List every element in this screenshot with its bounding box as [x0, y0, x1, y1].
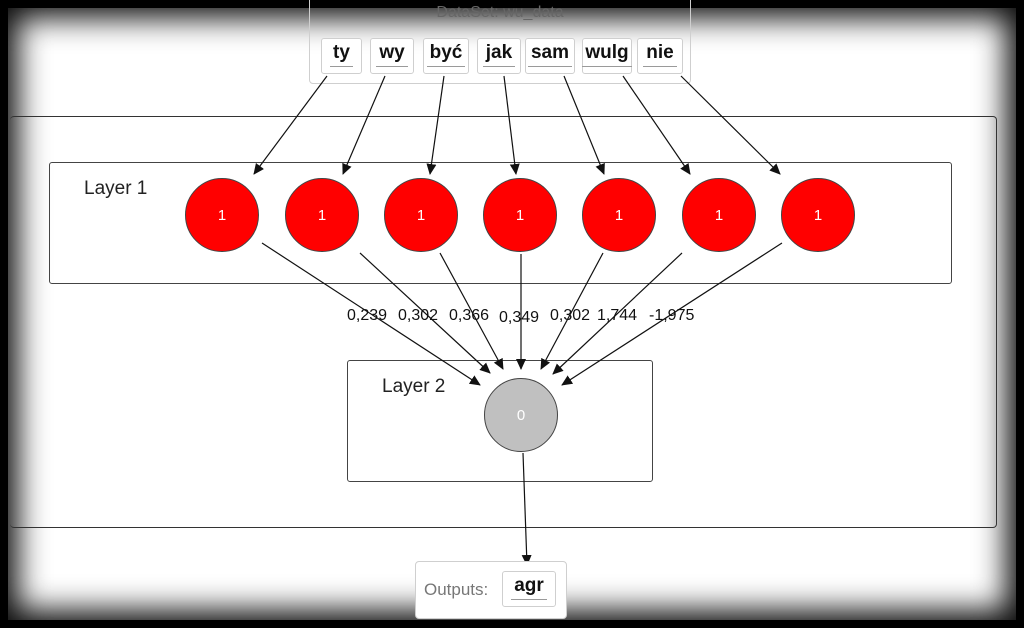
- input-label: wy: [376, 42, 408, 67]
- layer1-node[interactable]: 1: [682, 178, 756, 252]
- layer1-node[interactable]: 1: [582, 178, 656, 252]
- input-label: jak: [482, 42, 516, 67]
- input-edge: [503, 75, 520, 175]
- weight-edge: [359, 252, 491, 374]
- weight-label: 1,744: [597, 307, 638, 324]
- output-edge: [521, 452, 532, 566]
- layer1-box: Layer 1: [49, 162, 952, 284]
- weight-label: 0,366: [449, 307, 490, 324]
- input-edge: [622, 75, 691, 175]
- weight-edge: [439, 252, 504, 370]
- input-nie[interactable]: nie: [637, 38, 683, 74]
- input-wulg[interactable]: wulg: [582, 38, 632, 74]
- input-ty[interactable]: ty: [321, 38, 362, 74]
- outputs-panel: Outputs: agr: [415, 561, 567, 619]
- network-frame: [10, 116, 997, 528]
- weight-label: 0,239: [347, 307, 388, 324]
- weight-edge: [561, 242, 783, 386]
- input-wy[interactable]: wy: [370, 38, 414, 74]
- layer1-node[interactable]: 1: [483, 178, 557, 252]
- input-label: sam: [527, 42, 573, 67]
- output-agr[interactable]: agr: [502, 571, 556, 607]
- weight-edge: [552, 252, 683, 375]
- weight-label: -1,975: [649, 307, 695, 324]
- weight-label: 0,302: [398, 307, 439, 324]
- layer1-label: Layer 1: [84, 178, 148, 199]
- layer1-node[interactable]: 1: [285, 178, 359, 252]
- input-label: nie: [643, 42, 677, 67]
- layer2-node[interactable]: 0: [484, 378, 558, 452]
- layer2-label: Layer 2: [382, 376, 446, 397]
- weight-edge: [261, 242, 481, 386]
- input-edge: [563, 75, 605, 175]
- dataset-title: DataSet: wu_data: [436, 4, 564, 21]
- weight-label: 0,302: [550, 307, 591, 324]
- output-value: agr: [511, 575, 547, 600]
- input-edge: [426, 75, 445, 175]
- input-edge: [253, 75, 328, 175]
- input-label: wulg: [582, 42, 632, 67]
- layer1-node[interactable]: 1: [384, 178, 458, 252]
- layer1-node[interactable]: 1: [781, 178, 855, 252]
- input-edge: [680, 75, 781, 175]
- weight-label: 0,349: [499, 309, 540, 326]
- input-label: ty: [330, 42, 353, 67]
- weight-edge: [540, 252, 604, 370]
- input-byc[interactable]: być: [423, 38, 469, 74]
- dataset-panel: DataSet: wu_data: [309, 0, 691, 84]
- outputs-label: Outputs:: [424, 580, 489, 599]
- layer1-node[interactable]: 1: [185, 178, 259, 252]
- input-jak[interactable]: jak: [477, 38, 521, 74]
- input-edge: [342, 75, 386, 175]
- input-label: być: [426, 42, 466, 67]
- input-sam[interactable]: sam: [525, 38, 575, 74]
